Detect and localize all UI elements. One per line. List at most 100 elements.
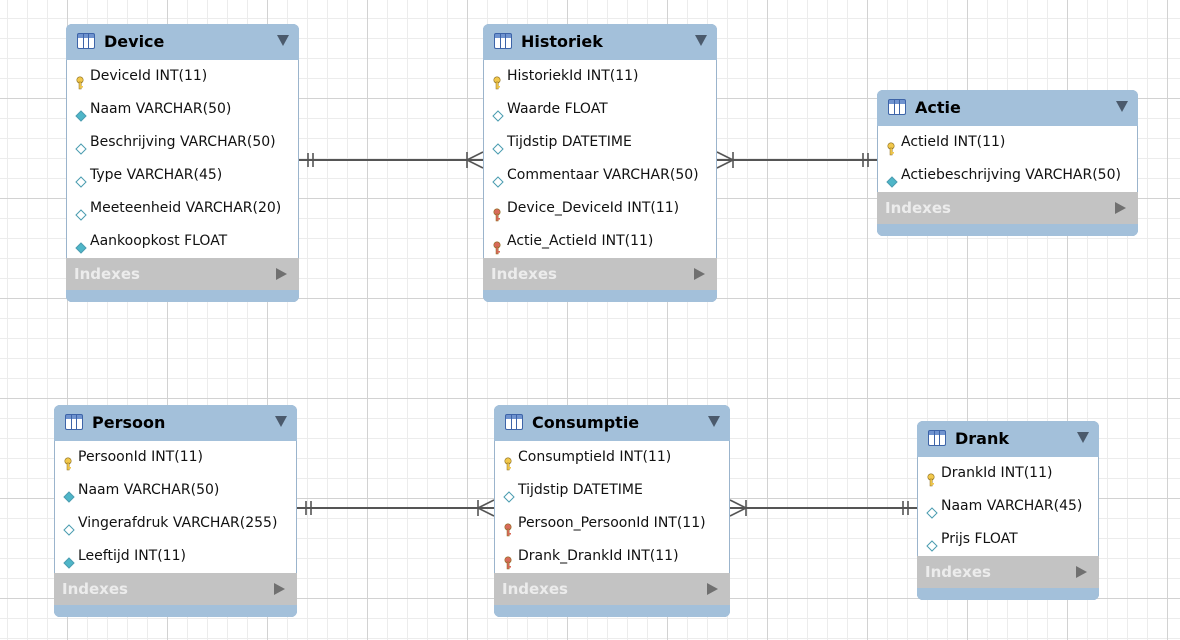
table-name: Actie <box>915 98 961 117</box>
collapse-arrow-icon[interactable] <box>1077 432 1089 443</box>
table-header[interactable]: Device <box>66 24 299 60</box>
column-row[interactable]: Actie_ActieId INT(11) <box>484 225 716 258</box>
table-name: Historiek <box>521 32 603 51</box>
column-row[interactable]: Aankoopkost FLOAT <box>67 225 298 258</box>
column-label: DeviceId INT(11) <box>90 68 208 84</box>
expand-arrow-icon[interactable] <box>694 268 705 280</box>
filled-diamond-icon <box>63 550 75 569</box>
column-label: Naam VARCHAR(50) <box>90 101 232 117</box>
hollow-diamond-icon <box>75 136 87 155</box>
indexes-label: Indexes <box>62 580 128 598</box>
indexes-section[interactable]: Indexes <box>54 573 297 605</box>
column-row[interactable]: Waarde FLOAT <box>484 93 716 126</box>
table-header[interactable]: Drank <box>917 421 1099 457</box>
indexes-section[interactable]: Indexes <box>877 192 1138 224</box>
many-crows-foot <box>465 151 484 169</box>
column-row[interactable]: Device_DeviceId INT(11) <box>484 192 716 225</box>
collapse-arrow-icon[interactable] <box>277 35 289 46</box>
table-icon <box>77 33 95 49</box>
hollow-diamond-icon <box>926 500 938 519</box>
column-row[interactable]: Commentaar VARCHAR(50) <box>484 159 716 192</box>
column-label: Vingerafdruk VARCHAR(255) <box>78 515 278 531</box>
many-crows-foot <box>716 151 735 169</box>
filled-diamond-icon <box>63 484 75 503</box>
column-row[interactable]: DrankId INT(11) <box>918 457 1098 490</box>
column-row[interactable]: Beschrijving VARCHAR(50) <box>67 126 298 159</box>
column-row[interactable]: HistoriekId INT(11) <box>484 60 716 93</box>
indexes-label: Indexes <box>491 265 557 283</box>
column-label: Prijs FLOAT <box>941 531 1018 547</box>
column-row[interactable]: Naam VARCHAR(50) <box>55 474 296 507</box>
hollow-diamond-icon <box>492 103 504 122</box>
column-list: DrankId INT(11)Naam VARCHAR(45) Prijs FLO… <box>917 457 1099 556</box>
table-footer <box>917 588 1099 600</box>
indexes-section[interactable]: Indexes <box>494 573 730 605</box>
table-header[interactable]: Consumptie <box>494 405 730 441</box>
primary-key-icon <box>63 451 75 471</box>
column-row[interactable]: Type VARCHAR(45) <box>67 159 298 192</box>
column-row[interactable]: Drank_DrankId INT(11) <box>495 540 729 573</box>
filled-diamond-icon <box>75 103 87 122</box>
table-footer <box>54 605 297 617</box>
collapse-arrow-icon[interactable] <box>275 416 287 427</box>
table-name: Drank <box>955 429 1009 448</box>
column-row[interactable]: ActieId INT(11) <box>878 126 1137 159</box>
table-footer <box>483 290 717 302</box>
expand-arrow-icon[interactable] <box>707 583 718 595</box>
expand-arrow-icon[interactable] <box>274 583 285 595</box>
table-icon <box>494 33 512 49</box>
hollow-diamond-icon <box>492 136 504 155</box>
table-header[interactable]: Actie <box>877 90 1138 126</box>
column-row[interactable]: ConsumptieId INT(11) <box>495 441 729 474</box>
foreign-key-icon <box>492 235 504 255</box>
collapse-arrow-icon[interactable] <box>1116 101 1128 112</box>
primary-key-icon <box>75 70 87 90</box>
indexes-section[interactable]: Indexes <box>483 258 717 290</box>
column-row[interactable]: Meeteenheid VARCHAR(20) <box>67 192 298 225</box>
column-row[interactable]: Leeftijd INT(11) <box>55 540 296 573</box>
table-footer <box>494 605 730 617</box>
collapse-arrow-icon[interactable] <box>708 416 720 427</box>
table-header[interactable]: Persoon <box>54 405 297 441</box>
column-list: ActieId INT(11)Actiebeschrijving VARCHAR… <box>877 126 1138 192</box>
column-row[interactable]: Persoon_PersoonId INT(11) <box>495 507 729 540</box>
column-label: Actie_ActieId INT(11) <box>507 233 654 249</box>
table-header[interactable]: Historiek <box>483 24 717 60</box>
column-row[interactable]: DeviceId INT(11) <box>67 60 298 93</box>
column-label: Device_DeviceId INT(11) <box>507 200 680 216</box>
foreign-key-icon <box>503 517 515 537</box>
expand-arrow-icon[interactable] <box>1076 566 1087 578</box>
column-row[interactable]: PersoonId INT(11) <box>55 441 296 474</box>
column-row[interactable]: Naam VARCHAR(45) <box>918 490 1098 523</box>
table-name: Consumptie <box>532 413 640 432</box>
expand-arrow-icon[interactable] <box>1115 202 1126 214</box>
hollow-diamond-icon <box>63 517 75 536</box>
column-row[interactable]: Tijdstip DATETIME <box>495 474 729 507</box>
primary-key-icon <box>503 451 515 471</box>
column-row[interactable]: Tijdstip DATETIME <box>484 126 716 159</box>
column-row[interactable]: Actiebeschrijving VARCHAR(50) <box>878 159 1137 192</box>
expand-arrow-icon[interactable] <box>276 268 287 280</box>
indexes-section[interactable]: Indexes <box>917 556 1099 588</box>
column-label: Commentaar VARCHAR(50) <box>507 167 699 183</box>
column-row[interactable]: Vingerafdruk VARCHAR(255) <box>55 507 296 540</box>
table-icon <box>888 99 906 115</box>
column-label: Type VARCHAR(45) <box>90 167 223 183</box>
column-row[interactable]: Prijs FLOAT <box>918 523 1098 556</box>
column-label: Aankoopkost FLOAT <box>90 233 228 249</box>
hollow-diamond-icon <box>75 202 87 221</box>
collapse-arrow-icon[interactable] <box>695 35 707 46</box>
indexes-section[interactable]: Indexes <box>66 258 299 290</box>
table-icon <box>505 414 523 430</box>
column-row[interactable]: Naam VARCHAR(50) <box>67 93 298 126</box>
